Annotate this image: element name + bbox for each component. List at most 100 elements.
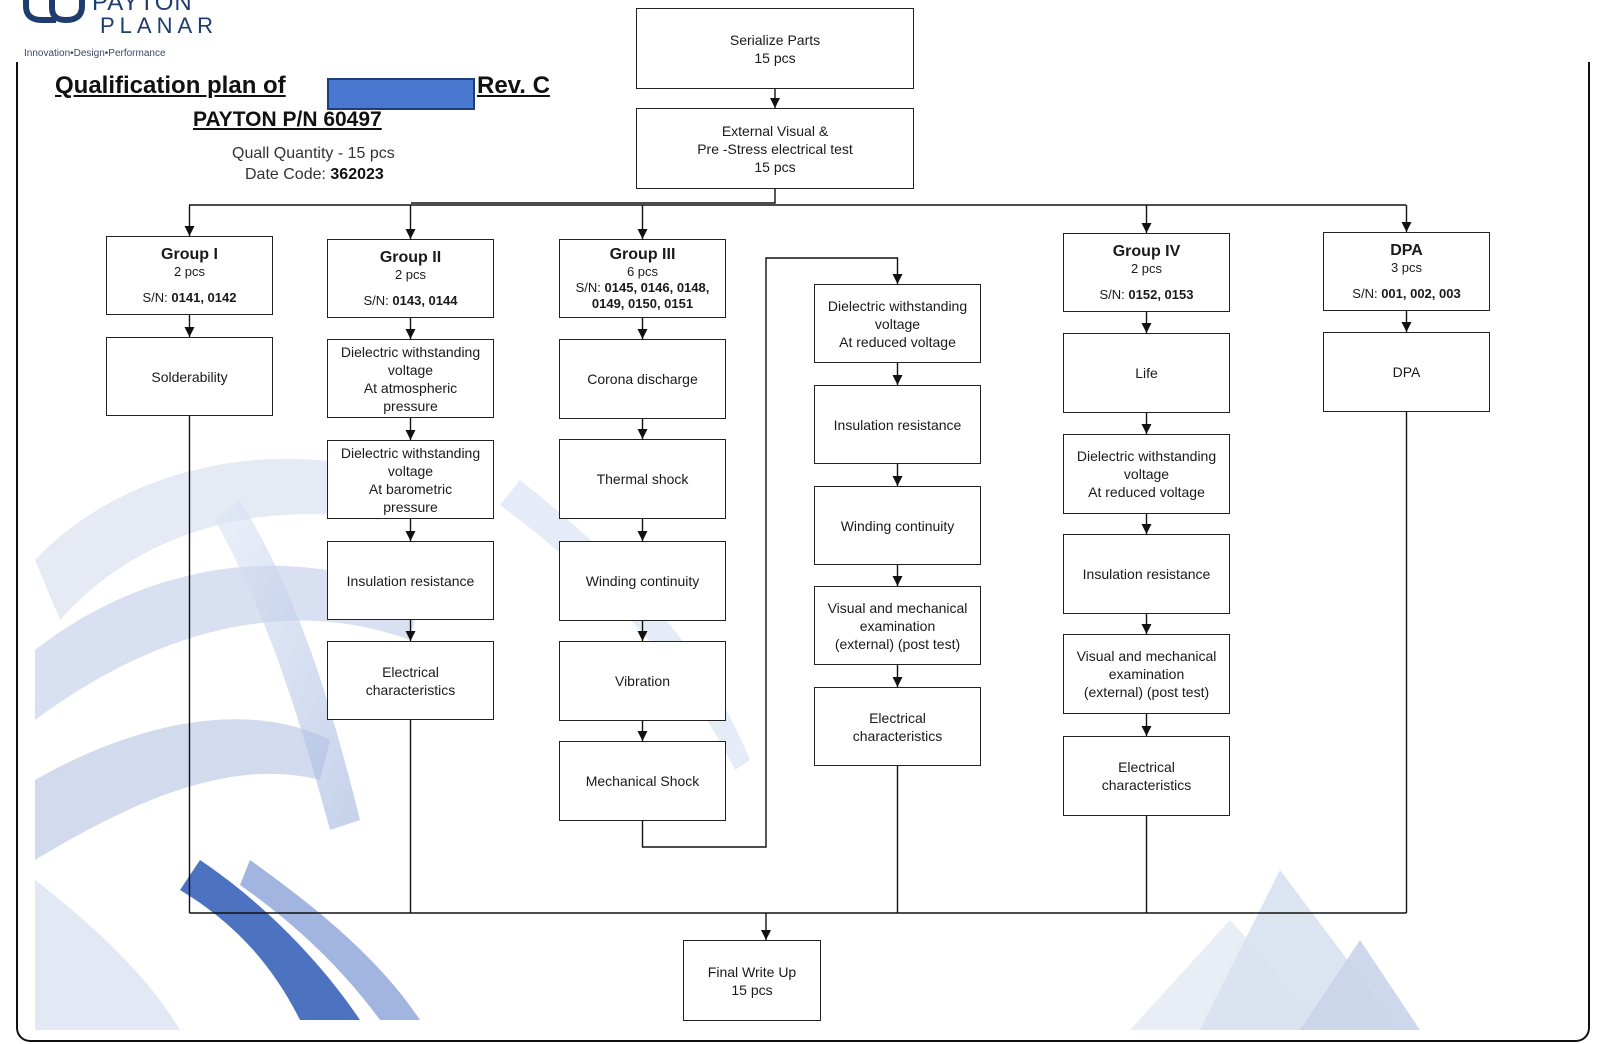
test-step-box-text: Winding continuity (585, 573, 700, 589)
qual-quantity: Quall Quantity - 15 pcs (232, 145, 395, 162)
test-step-box: Insulation resistance (814, 385, 981, 464)
serial-label: S/N: (1099, 287, 1129, 302)
test-step-box-text: Dielectric withstanding (340, 343, 481, 360)
group-name: Group II (379, 249, 442, 266)
serial-label: S/N: (575, 280, 605, 295)
test-step-box-text: voltage (874, 315, 921, 332)
bus-line-main (411, 189, 776, 204)
group-name: DPA (1390, 242, 1423, 259)
serialize-parts-box-text: Serialize Parts (729, 31, 821, 48)
test-step-box-text: Insulation resistance (833, 416, 962, 433)
serial-label: S/N: (1352, 286, 1382, 301)
test-step-box-text: (external) (post test) (1083, 684, 1210, 700)
test-step-box: Mechanical Shock (559, 741, 726, 821)
external-visual-box-text: External Visual & (721, 122, 829, 139)
page-border (16, 62, 1590, 1042)
group-name: Group I (161, 246, 218, 263)
test-step-box: DPA (1323, 332, 1490, 412)
test-step-box-text: At atmospheric (363, 379, 458, 396)
group-quantity: 6 pcs (626, 264, 659, 279)
logo-brand-line1: PAYTON (92, 0, 193, 16)
serial-values-line2: 0149, 0150, 0151 (591, 296, 694, 311)
test-step-box-text: voltage (1123, 466, 1170, 482)
test-step-box-text: Corona discharge (587, 371, 698, 387)
test-step-box-text: Dielectric withstanding (340, 444, 481, 461)
group-quantity: 2 pcs (1130, 261, 1163, 276)
test-step-box-text: examination (1108, 666, 1185, 682)
payton-logo-mark-icon (23, 0, 85, 24)
page-title-prefix: Qualification plan of (55, 72, 286, 99)
test-step-box-text: Life (1135, 365, 1158, 381)
test-step-box: Corona discharge (559, 339, 726, 419)
test-step-box-text: characteristics (365, 681, 456, 698)
group-quantity: 3 pcs (1390, 260, 1423, 275)
external-visual-box-text: 15 pcs (754, 158, 796, 175)
test-step-box-text: examination (859, 617, 936, 634)
part-number-title: PAYTON P/N 60497 (193, 108, 382, 131)
test-step-box: Life (1063, 333, 1230, 413)
test-step-box: Winding continuity (559, 541, 726, 621)
group-quantity: 2 pcs (173, 264, 206, 279)
test-step-box-text: Visual and mechanical (1076, 648, 1217, 664)
test-step-box-text: pressure (383, 397, 438, 414)
group-name: Group IV (1112, 243, 1181, 260)
serial-values: 0145, 0146, 0148, (604, 280, 710, 295)
test-step-box-text: At barometric (368, 480, 453, 497)
test-step-box-text: Dielectric withstanding (827, 297, 968, 314)
test-step-box-text: Visual and mechanical (827, 599, 968, 616)
serial-values: 0141, 0142 (171, 290, 237, 305)
serial-label: S/N: (142, 290, 172, 305)
test-step-box-text: Dielectric withstanding (1076, 448, 1217, 464)
group-serial-numbers: S/N: 001, 002, 003 (1352, 286, 1460, 302)
company-logo: PAYTON PLANAR Innovation•Design•Performa… (10, 0, 240, 62)
test-step-box-text: Electrical (869, 709, 926, 726)
test-step-box-text: Mechanical Shock (585, 773, 700, 789)
date-code-label: Date Code: (245, 166, 326, 183)
date-code-value: 362023 (330, 166, 384, 183)
test-step-box-text: characteristics (852, 727, 943, 744)
test-step-box-text: Insulation resistance (346, 572, 475, 589)
test-step-box: Solderability (106, 337, 273, 416)
group-name: Group III (609, 246, 676, 263)
test-step-box-text: Winding continuity (840, 517, 955, 534)
arrow-group3-continuation (641, 257, 903, 848)
external-visual-box: External Visual &Pre -Stress electrical … (636, 108, 914, 189)
logo-tagline: Innovation•Design•Performance (24, 48, 166, 59)
test-step-box-text: pressure (383, 498, 438, 515)
group-serial-numbers: S/N: 0143, 0144 (364, 293, 458, 309)
test-step-box: Insulation resistance (327, 541, 494, 620)
serial-values: 0143, 0144 (392, 293, 458, 308)
serial-label: S/N: (363, 293, 393, 308)
group-serial-numbers: S/N: 0152, 0153 (1100, 287, 1194, 303)
test-step-box-text: Thermal shock (596, 471, 689, 487)
test-step-box-text: DPA (1392, 364, 1421, 380)
test-step-box-text: Insulation resistance (1082, 566, 1211, 582)
serialize-parts-box-text: 15 pcs (754, 49, 796, 66)
date-code: Date Code: 362023 (245, 166, 384, 184)
serial-values: 001, 002, 003 (1381, 286, 1461, 301)
test-step-box-text: characteristics (1101, 777, 1192, 793)
group-serial-numbers: S/N: 0141, 0142 (143, 290, 237, 306)
test-step-box-text: Solderability (151, 368, 228, 385)
external-visual-box-text: Pre -Stress electrical test (697, 140, 853, 157)
logo-brand-line2: PLANAR (100, 13, 219, 38)
group-serial-numbers: S/N: 0145, 0146, 0148, (576, 280, 710, 296)
redaction-block (327, 78, 475, 110)
final-write-up-box-text: Final Write Up (707, 963, 797, 980)
